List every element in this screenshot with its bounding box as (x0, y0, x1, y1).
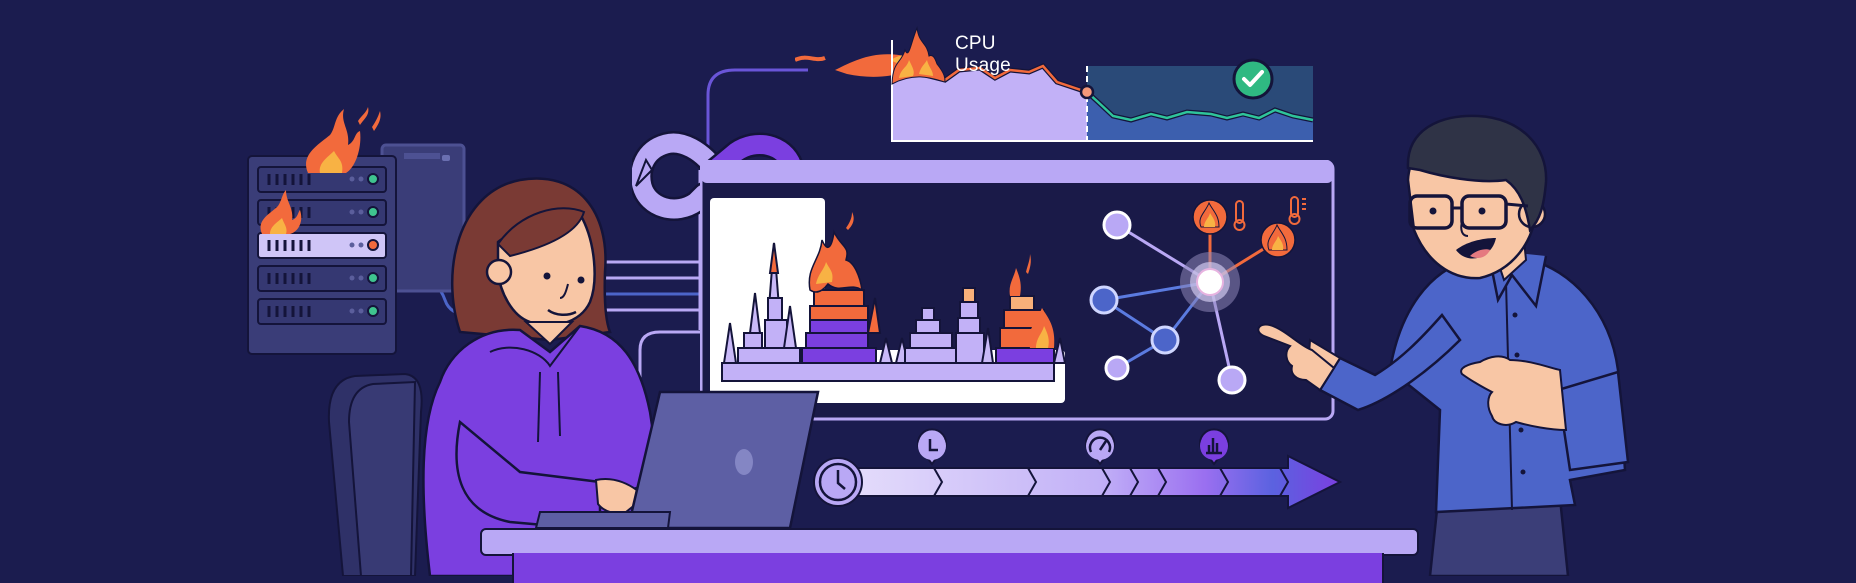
flame-graph (710, 198, 1067, 403)
clock-icon (917, 428, 947, 466)
background-server (380, 143, 466, 293)
rack-unit (257, 166, 387, 193)
active-node (1196, 268, 1224, 296)
thermometer-icon (1233, 200, 1246, 231)
presenter-man (1257, 114, 1630, 576)
fire-icon (260, 190, 302, 234)
fire-icon (1192, 199, 1228, 235)
office-chair (327, 372, 423, 576)
cpu-usage-title: CPU Usage (955, 33, 1011, 76)
gauge-icon (1085, 428, 1115, 466)
laptop (534, 390, 820, 530)
bar-chart-icon (1199, 428, 1229, 466)
fire-icon (1260, 222, 1296, 258)
server-rack (247, 155, 397, 355)
thermometer-icon (1288, 196, 1306, 225)
timeline (813, 428, 1343, 510)
clock-icon (813, 457, 863, 507)
check-circle-icon (1232, 58, 1274, 100)
fire-icon (306, 107, 381, 173)
node-graph (1089, 196, 1306, 395)
